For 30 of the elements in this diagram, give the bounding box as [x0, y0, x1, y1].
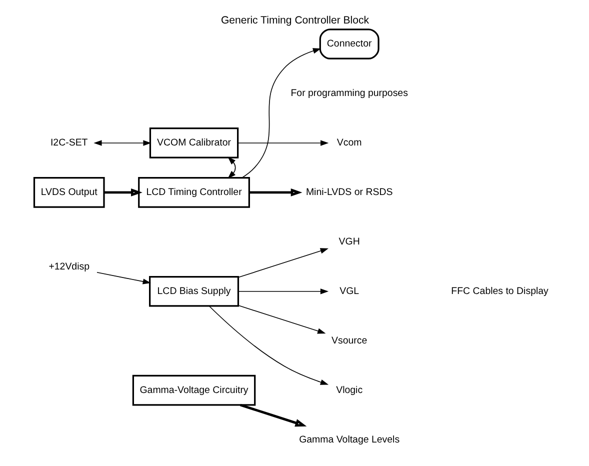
- node-box: Gamma-Voltage Circuitry: [132, 374, 256, 406]
- arrow: [240, 48, 321, 178]
- diagram-title: Generic Timing Controller Block: [220, 14, 369, 26]
- arrow: [237, 304, 326, 334]
- node-text: Vcom: [336, 137, 362, 148]
- node-text: VGL: [339, 286, 359, 297]
- node-box: LVDS Output: [32, 177, 104, 208]
- arrow: [96, 272, 150, 284]
- arrow: [93, 140, 151, 146]
- node-box: Connector: [318, 28, 379, 60]
- node-text: I2C-SET: [50, 137, 88, 148]
- node-box: LCD Timing Controller: [138, 177, 250, 208]
- node-box: LCD Bias Supply: [148, 276, 239, 307]
- arrow: [208, 306, 328, 385]
- arrow: [248, 188, 302, 196]
- node-text: +12Vdisp: [48, 262, 90, 273]
- node-text: Mini-LVDS or RSDS: [305, 186, 392, 198]
- node-label: For programming purposes: [290, 88, 408, 100]
- node-box: VCOM Calibrator: [148, 128, 238, 158]
- arrow: [236, 140, 328, 146]
- node-text: Vlogic: [336, 384, 362, 396]
- arrow: [237, 248, 328, 278]
- arrow: [237, 288, 328, 294]
- arrow: [104, 188, 142, 196]
- label: FFC Cables to Display: [450, 286, 548, 297]
- node-text: Vsource: [331, 335, 367, 346]
- arrow: [239, 404, 306, 427]
- arrow: [227, 156, 236, 179]
- node-text: VGH: [338, 236, 360, 248]
- node-text: Gamma Voltage Levels: [298, 434, 400, 446]
